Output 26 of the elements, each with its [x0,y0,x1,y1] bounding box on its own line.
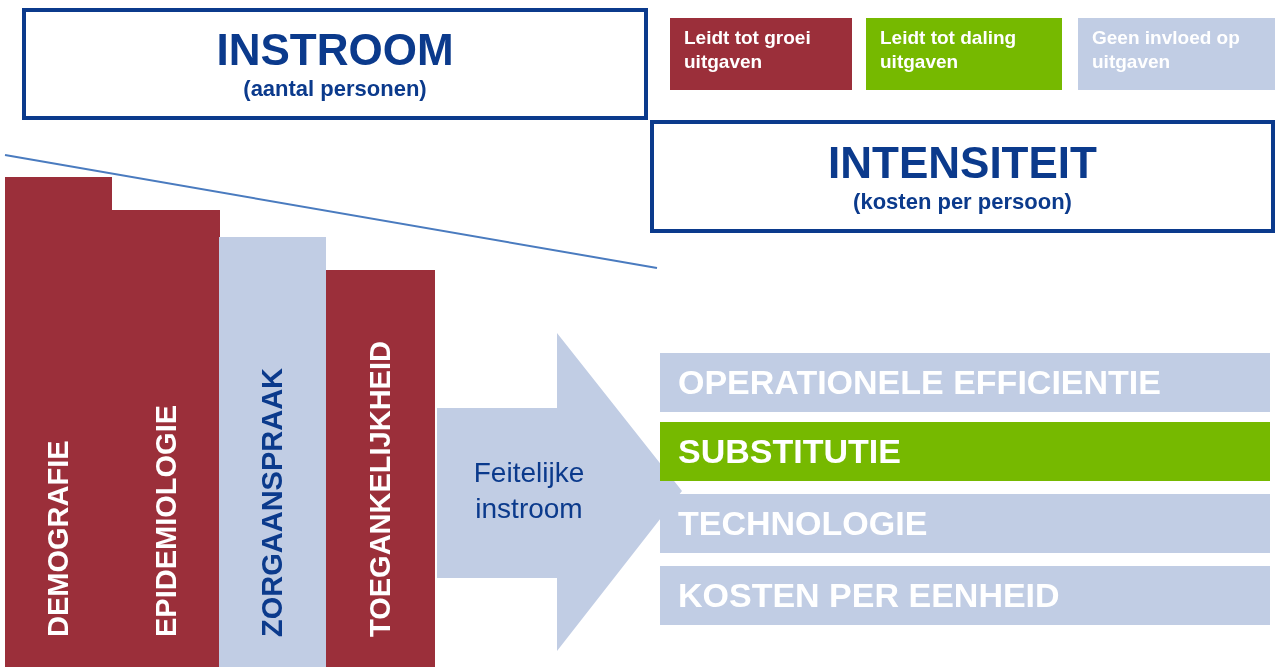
factor-label: KOSTEN PER EENHEID [678,576,1060,615]
bar [5,177,112,667]
factor-label: SUBSTITUTIE [678,432,901,471]
subheading: (aantal personen) [243,75,427,103]
factor-bar [660,422,1270,481]
factor-bar [660,566,1270,625]
bar-label: ZORGAANSPRAAK [256,367,289,637]
factor-bar [660,353,1270,412]
bar [326,270,435,667]
bar-label: DEMOGRAFIE [42,440,75,637]
legend-swatch: Leidt tot groei uitgaven [670,18,852,90]
bar [219,237,326,667]
bar-label: EPIDEMIOLOGIE [149,404,183,637]
subheading: (kosten per persoon) [853,187,1072,216]
heading: INTENSITEIT [828,137,1097,188]
factor-label: OPERATIONELE EFFICIENTIE [678,363,1161,402]
bar-label: TOEGANKELIJKHEID [364,341,397,637]
factor-bar [660,494,1270,553]
legend-swatch: Leidt tot daling uitgaven [866,18,1062,90]
arrow-label: Feitelijke instroom [472,456,586,526]
bar [112,210,220,667]
factor-label: TECHNOLOGIE [678,504,928,543]
legend-swatch: Geen invloed op uitgaven [1078,18,1275,90]
title-box [650,120,1275,233]
title-box [22,8,648,120]
heading: INSTROOM [216,25,454,75]
